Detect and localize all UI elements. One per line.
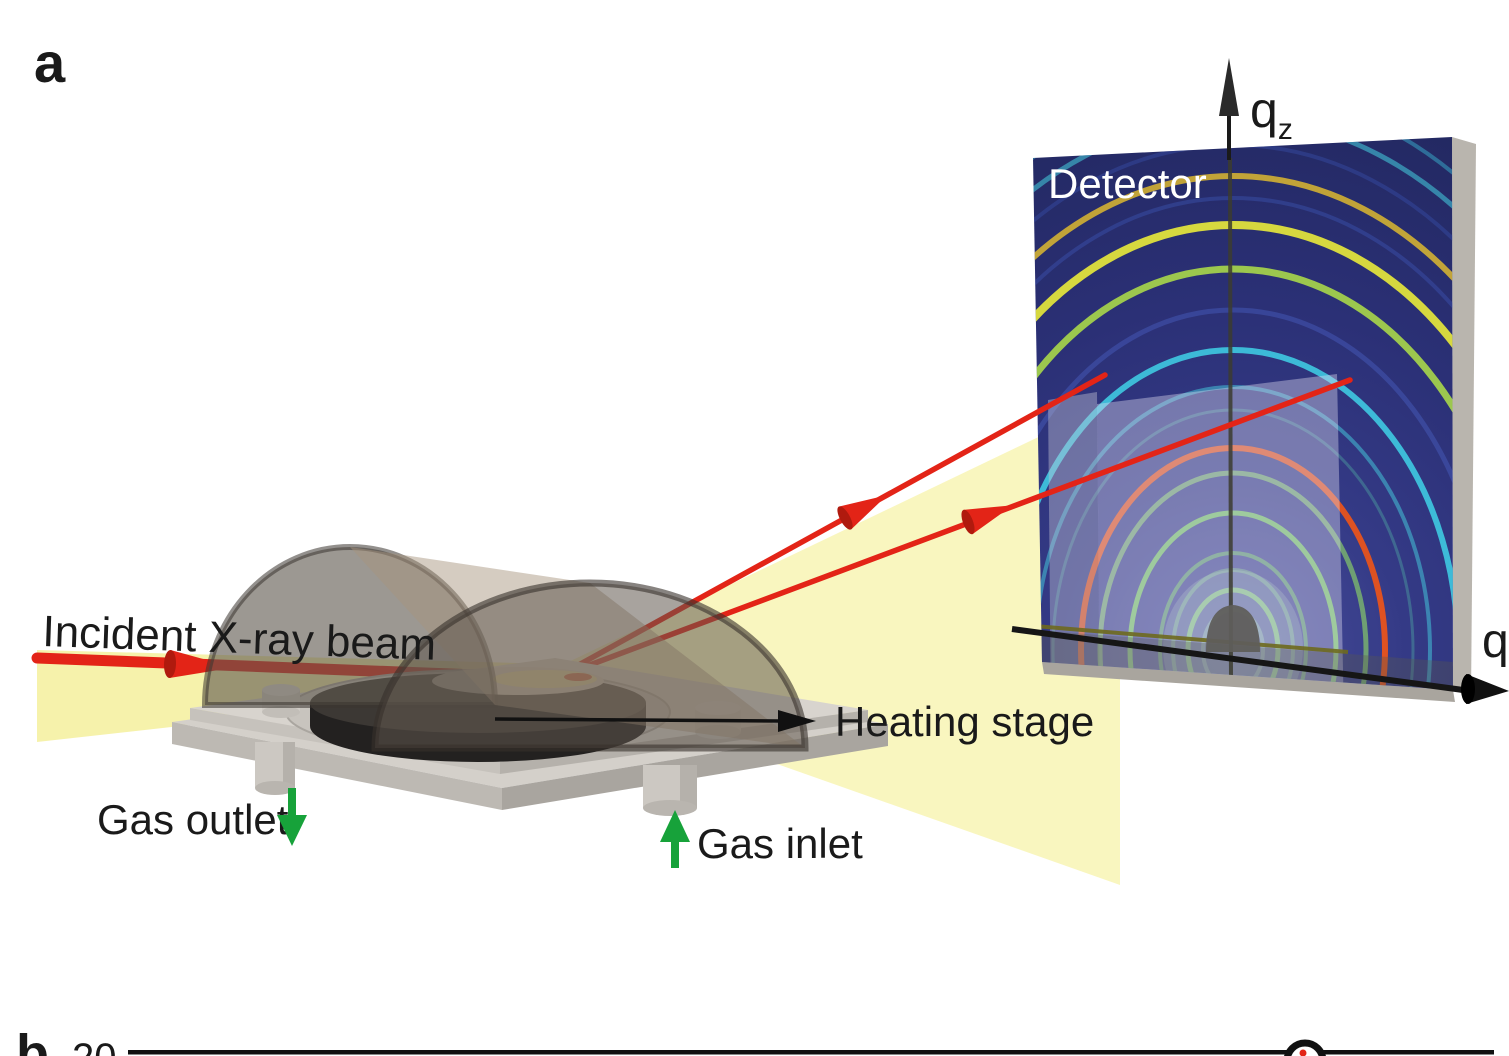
diffraction-ring [1051,408,1415,690]
diffraction-ring [1033,173,1453,690]
gas-inlet-leg [643,765,697,816]
gas-outlet-arrow-head [277,815,307,846]
heating-stage-label: Heating stage [835,698,1094,745]
panel-b-symbol-dot [1299,1049,1307,1056]
detector-bottom-edge [1042,662,1455,702]
diffraction-ring [1033,347,1453,690]
reflected-beam-arrowhead [837,495,888,530]
dome-front-window [371,579,809,752]
gas-outlet-label: Gas outlet [97,796,289,843]
base-plate-lower-side-left [172,722,502,810]
diffraction-ring [1033,307,1453,690]
gas-outlet-leg [255,742,295,795]
q-axis-label: q [1482,615,1509,668]
sample-horizon-line [1033,624,1349,654]
diffraction-ring [1097,470,1369,690]
panel-b-ytick-label: 20 [72,1036,117,1056]
detector-face [1033,137,1453,690]
qz-axis-label: qz [1250,82,1293,146]
diffraction-ring [1033,196,1453,690]
q-axis-arrowhead [1466,674,1509,704]
gas-outlet-callout: Gas outlet [97,788,307,846]
diffraction-ring [1033,265,1453,690]
scattered-beam-arrowhead [961,505,1013,535]
detector-label: Detector [1048,160,1207,207]
gas-inlet-arrow-head [660,810,690,842]
gas-inlet-label: Gas inlet [697,820,863,867]
gas-inlet-callout: Gas inlet [660,810,863,868]
beamstop [1206,605,1260,652]
panel-b-symbol-circle [1284,1039,1326,1056]
heating-stage-callout: Heating stage [494,698,1094,745]
incident-beam-arrowhead [163,650,234,678]
diffraction-ring [1033,221,1453,690]
heating-stage-arrowhead [778,710,816,732]
panel-b-axis-frame [128,1050,1494,1055]
q-inplane-axis: q [1011,615,1509,704]
detector-side-edge [1452,137,1476,697]
qz-axis: qz [1219,58,1293,160]
panel-a-label: a [34,31,66,94]
panel-b-label: b [16,1024,49,1056]
qz-axis-arrowhead [1219,58,1239,116]
diffraction-ring [1078,445,1388,690]
panel-b-top-sliver: b 20 [16,1024,1494,1056]
